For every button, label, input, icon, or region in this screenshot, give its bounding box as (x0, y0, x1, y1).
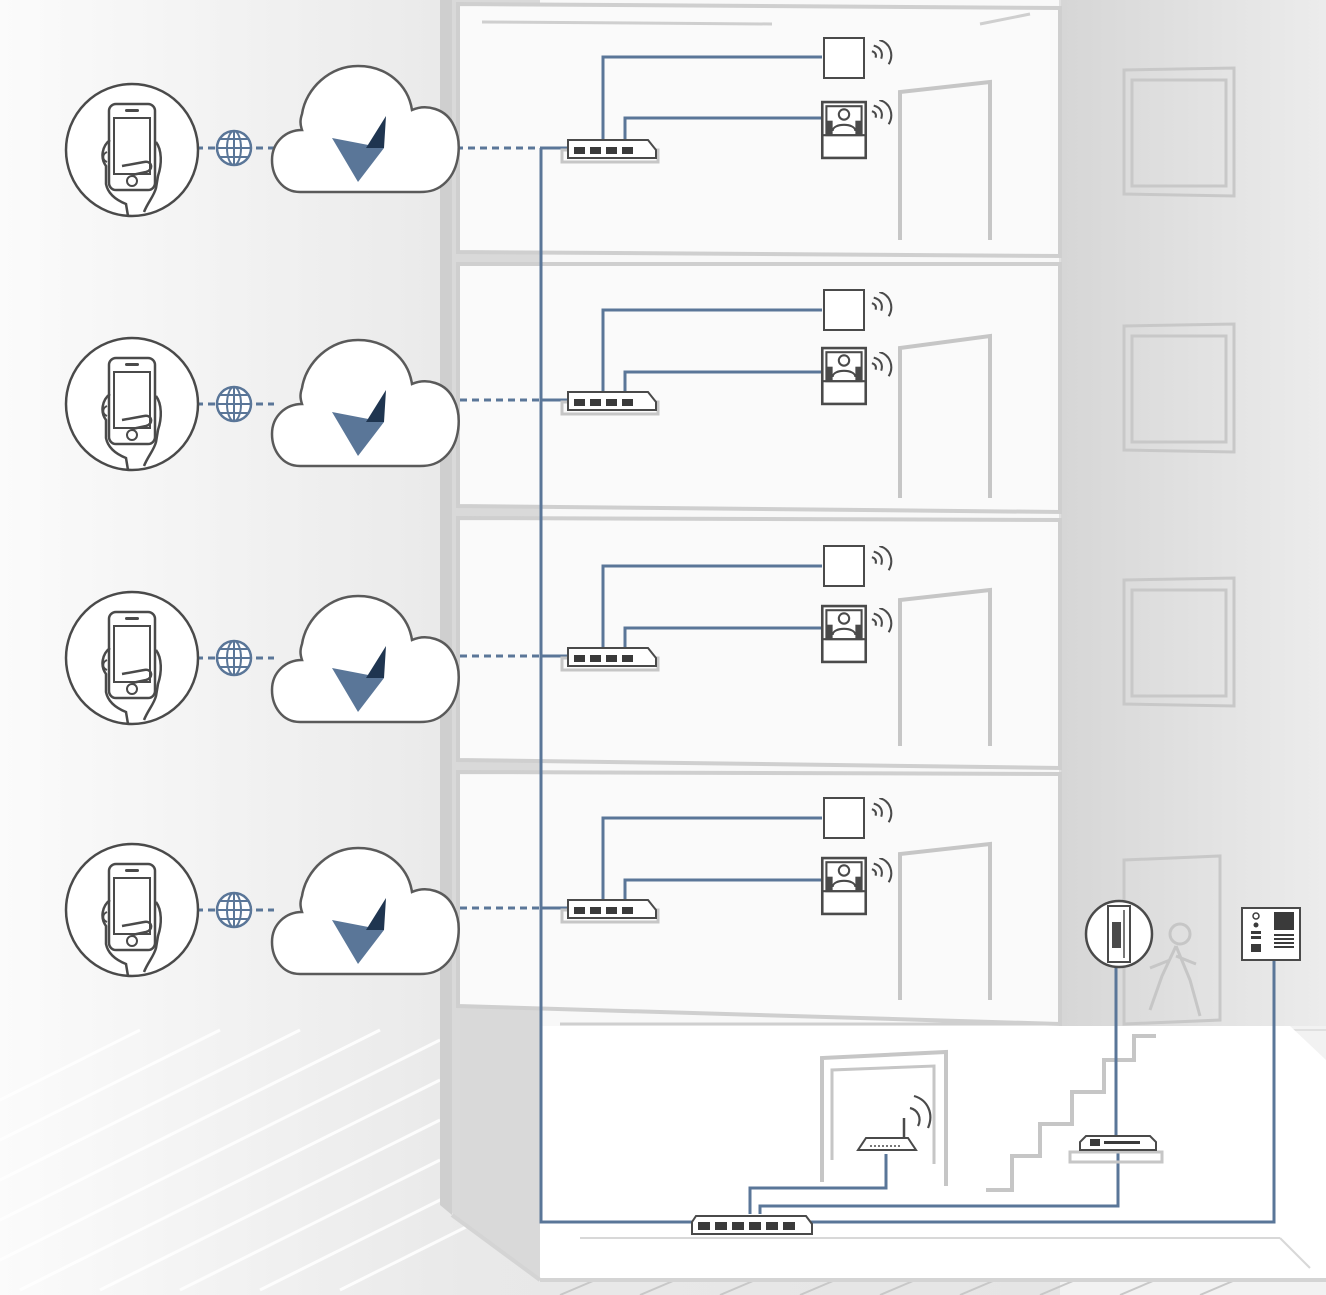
floor-3 (64, 545, 893, 726)
internet-globe-icon (215, 129, 253, 167)
wifi-module-icon (823, 545, 865, 587)
switch-icon (560, 138, 660, 164)
internet-globe-icon (215, 639, 253, 677)
walking-person-icon (1148, 922, 1202, 1017)
wifi-router-icon (856, 1094, 932, 1151)
video-indoor-station-icon (820, 856, 868, 916)
internet-globe-icon (215, 891, 253, 929)
wifi-module-icon (823, 289, 865, 331)
floor-4 (64, 797, 893, 978)
door-controller-icon (1068, 1135, 1164, 1164)
floor-2 (64, 289, 893, 472)
floor-1 (64, 37, 893, 218)
ground-floor-window (820, 1049, 948, 1186)
floor-hatching (0, 1028, 481, 1292)
wifi-module-icon (823, 37, 865, 79)
electric-door-strike-icon (1084, 899, 1154, 969)
apartment-doors (898, 79, 992, 1000)
smartphone-in-hand-icon (64, 336, 200, 472)
right-wall (1060, 0, 1326, 1030)
video-indoor-station-icon (820, 346, 868, 406)
wifi-module-icon (823, 797, 865, 839)
ground-floor (691, 899, 1301, 1235)
internet-globe-icon (215, 385, 253, 423)
switch-icon (560, 390, 660, 416)
outdoor-door-station-icon (1241, 907, 1301, 961)
video-indoor-station-icon (820, 100, 868, 160)
switch-icon (560, 646, 660, 672)
smartphone-in-hand-icon (64, 82, 200, 218)
smartphone-in-hand-icon (64, 842, 200, 978)
stairs (986, 1034, 1156, 1192)
network-cabling (196, 55, 1276, 1224)
right-wall-windows (1122, 66, 1236, 1026)
smartphone-in-hand-icon (64, 590, 200, 726)
main-switch-icon (691, 1215, 813, 1235)
video-indoor-station-icon (820, 604, 868, 664)
floor-slabs (456, 1, 1062, 1027)
switch-icon (560, 898, 660, 924)
